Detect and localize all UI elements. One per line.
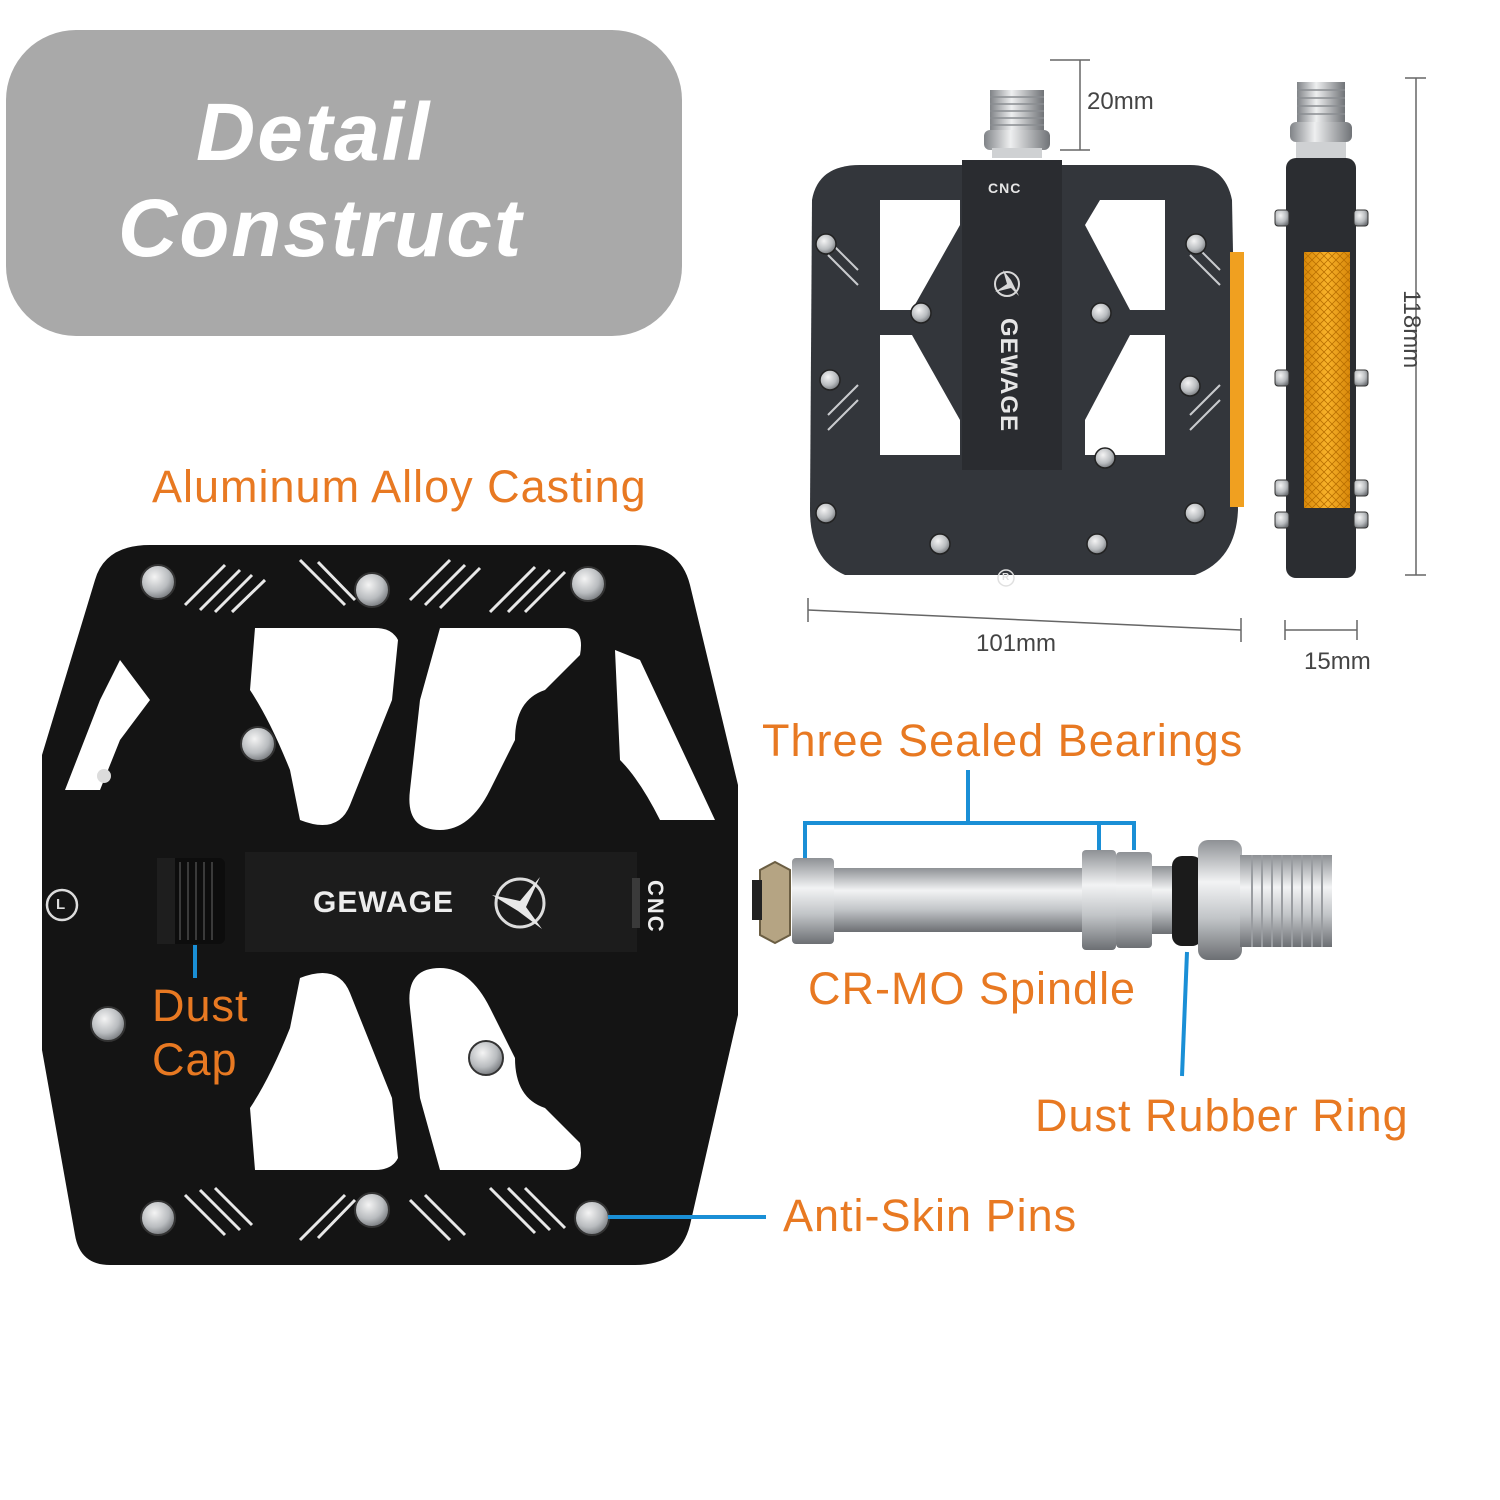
label-aluminum-alloy: Aluminum Alloy Casting: [152, 461, 647, 512]
spindle-thread: [1240, 855, 1332, 947]
label-dust-cap-2: Cap: [152, 1034, 238, 1085]
front-view-pedal: [810, 90, 1244, 587]
dim-thread-label: 20mm: [1087, 88, 1154, 115]
title-box: [6, 30, 682, 336]
side-view-pedal: [1274, 82, 1369, 578]
dust-cap: [157, 858, 225, 944]
bearing-2: [1082, 850, 1116, 950]
front-view-cnc: CNC: [988, 180, 1022, 196]
title-line-1: Detail: [196, 87, 432, 178]
bearing-1: [792, 858, 834, 944]
pin: [468, 1040, 504, 1076]
spindle-nut: [759, 860, 791, 945]
label-spindle: CR-MO Spindle: [808, 963, 1137, 1014]
pin: [570, 566, 606, 602]
main-pedal-cutouts: [65, 628, 715, 1170]
spindle-shaft: [834, 868, 1085, 932]
bearing-3: [1116, 852, 1152, 948]
pin: [574, 1200, 610, 1236]
right-mark-circle: [997, 569, 1015, 587]
front-view-brand: GEWAGE: [995, 318, 1022, 433]
dim-height-label: 118mm: [1398, 290, 1425, 369]
pin: [240, 726, 276, 762]
label-dust-cap-1: Dust: [152, 980, 249, 1031]
dimension-lines: [807, 59, 1426, 642]
pin: [140, 1200, 176, 1236]
label-dust-rubber-ring: Dust Rubber Ring: [1035, 1090, 1409, 1141]
dust-rubber-ring: [1172, 856, 1202, 946]
main-pedal-pins: [90, 564, 610, 1236]
front-view-center-bar: [962, 160, 1062, 470]
spindle-assembly: [752, 840, 1332, 960]
label-sealed-bearings: Three Sealed Bearings: [762, 715, 1244, 766]
main-pedal-cnc: CNC: [643, 880, 668, 934]
left-mark: L: [56, 896, 66, 913]
dim-thickness-label: 15mm: [1304, 648, 1371, 675]
main-pedal-stripes: [183, 558, 567, 1242]
main-pedal-brand: GEWAGE: [313, 886, 455, 919]
label-anti-skin-pins: Anti-Skin Pins: [783, 1190, 1078, 1241]
front-view-cutouts: [880, 200, 1165, 455]
pin: [354, 1192, 390, 1228]
front-view-logo-icon: [994, 270, 1020, 297]
left-mark-circle: [45, 888, 79, 922]
right-mark: R: [1002, 572, 1010, 583]
main-pedal-center-bar: [245, 852, 637, 952]
front-view-pins: [815, 233, 1207, 555]
title-line-2: Construct: [118, 183, 524, 274]
pin: [354, 572, 390, 608]
pin: [90, 1006, 126, 1042]
main-pedal: [42, 545, 738, 1265]
gewage-logo-icon: [492, 877, 546, 929]
pin: [140, 564, 176, 600]
callout-lines: [193, 770, 1189, 1219]
front-view-reflector-edge: [1230, 252, 1244, 507]
dim-width-label: 101mm: [976, 630, 1057, 657]
